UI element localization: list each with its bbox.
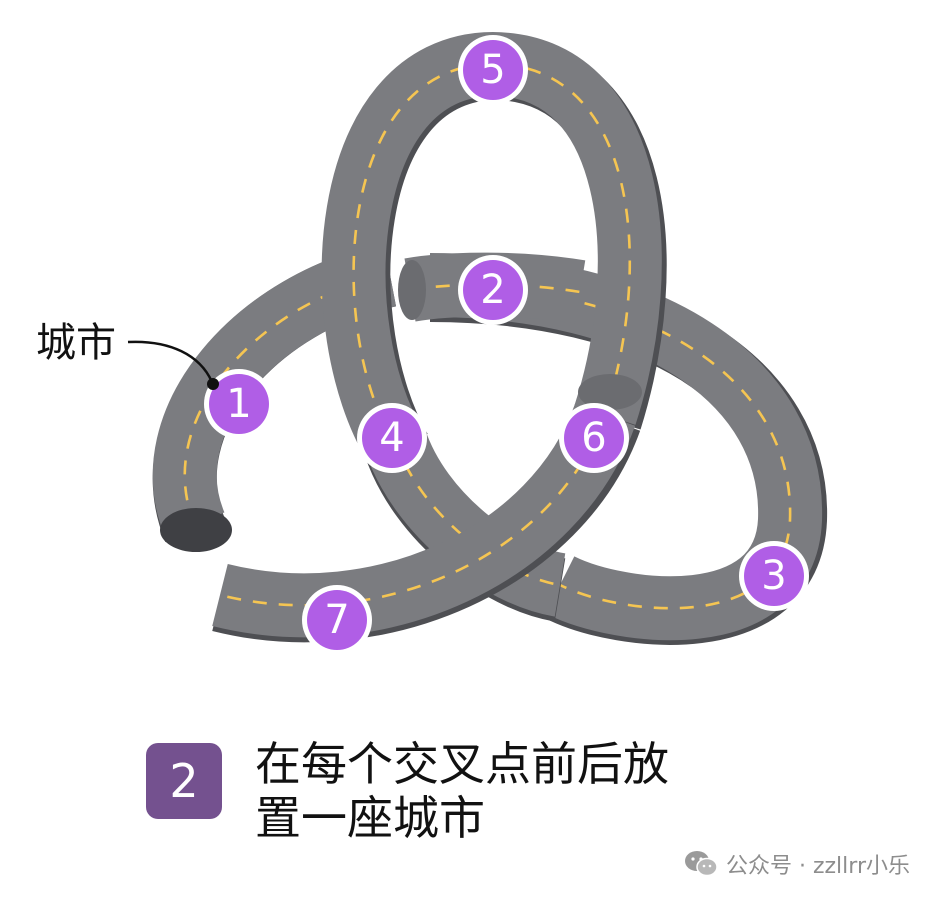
road-end-cap-6 [578,374,642,410]
callout-label: 城市 [36,320,116,366]
step-number-badge: 2 [146,743,222,819]
city-marker-6: 6 [559,403,629,473]
step-text-line-2: 置一座城市 [255,791,485,845]
trefoil-road-diagram: 1 2 3 4 5 6 7 城市 [36,31,828,655]
city-marker-7: 7 [302,585,372,655]
city-callout: 城市 [36,320,219,390]
svg-text:7: 7 [324,597,349,643]
wechat-icon [684,850,718,878]
svg-text:4: 4 [379,415,404,461]
footer-text: 公众号 · zzllrr小乐 [725,854,910,879]
city-marker-3: 3 [739,541,809,611]
callout-dot [207,378,219,390]
svg-text:2: 2 [480,267,505,313]
footer-credit: 公众号 · zzllrr小乐 [684,848,910,880]
city-marker-5: 5 [458,35,528,105]
road-end-cap-left [160,508,232,552]
callout-leader-line [127,340,214,383]
svg-text:3: 3 [761,553,786,599]
road-end-cap-2 [398,260,426,320]
svg-text:6: 6 [581,415,606,461]
city-marker-4: 4 [357,403,427,473]
svg-text:5: 5 [480,47,505,93]
step-description: 在每个交叉点前后放 置一座城市 [255,737,815,845]
city-marker-1: 1 [204,369,274,439]
city-marker-2: 2 [458,255,528,325]
step-text-line-1: 在每个交叉点前后放 [255,737,669,791]
road-segment-bottom-left [212,374,642,643]
svg-text:1: 1 [226,381,251,427]
